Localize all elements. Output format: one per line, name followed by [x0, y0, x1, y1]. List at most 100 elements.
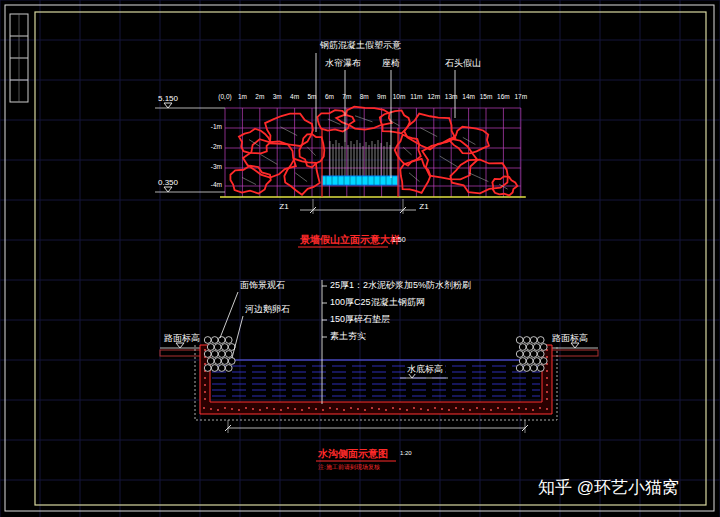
- pebble: [225, 337, 232, 344]
- concrete-hatch: [204, 384, 206, 386]
- grid-coordinate: -4m: [211, 181, 222, 188]
- pebble: [537, 337, 544, 344]
- concrete-hatch: [322, 409, 324, 411]
- pebble: [225, 351, 232, 358]
- callout-label: 钢筋混凝土假塑示意: [320, 40, 401, 50]
- level-line: [155, 108, 225, 109]
- basin-division: [368, 176, 369, 185]
- rock-crack: [260, 154, 277, 164]
- grid-column: [294, 108, 295, 197]
- concrete-hatch: [204, 349, 206, 351]
- material-label: 25厚1：2水泥砂浆加5%防水剂粉刷: [330, 280, 471, 290]
- pebble: [207, 344, 214, 351]
- water-surface: [212, 360, 540, 361]
- grid-line: [40, 0, 41, 517]
- rock-crack: [249, 140, 260, 147]
- basin-division: [338, 176, 339, 185]
- pebble: [204, 351, 211, 358]
- waterfall-stream: [390, 145, 391, 176]
- material-label: 100厚C25混凝土钢筋网: [330, 297, 425, 307]
- pebble: [540, 358, 547, 365]
- concrete-hatch: [280, 409, 282, 411]
- pebble: [221, 358, 228, 365]
- concrete-hatch: [462, 408, 464, 410]
- grid-coordinate: 8m: [360, 93, 369, 100]
- rock-outline: [239, 129, 271, 154]
- concrete-hatch: [204, 363, 206, 365]
- water-hatch: [212, 378, 540, 379]
- grid-coordinate: (0,0): [218, 93, 231, 100]
- pebble: [530, 351, 537, 358]
- road-surface: [160, 348, 205, 349]
- concrete-hatch: [490, 409, 492, 411]
- grid-line: [0, 200, 720, 201]
- section-mark: Z1: [279, 202, 288, 211]
- pebble: [530, 365, 537, 372]
- grid-line: [80, 0, 81, 517]
- scale-label: 1:50: [392, 236, 406, 244]
- grid-column: [277, 108, 278, 197]
- concrete-hatch: [455, 407, 457, 409]
- pebble: [533, 358, 540, 365]
- pebble: [211, 351, 218, 358]
- grid-coordinate: 16m: [497, 93, 510, 100]
- concrete-hatch: [532, 409, 534, 411]
- concrete-hatch: [294, 408, 296, 410]
- concrete-hatch: [546, 398, 548, 400]
- concrete-hatch: [546, 384, 548, 386]
- pebble: [207, 358, 214, 365]
- pebble: [523, 337, 530, 344]
- basin-division: [350, 176, 351, 185]
- grid-line: [680, 0, 681, 517]
- trench-section: [160, 280, 598, 461]
- drawing-title: 景墙假山立面示意大样: [300, 234, 400, 246]
- grid-line: [640, 0, 641, 517]
- leader-line: [391, 70, 392, 178]
- grid-coordinate: 10m: [393, 93, 406, 100]
- grid-coordinate: 5m: [307, 93, 316, 100]
- grid-line: [0, 360, 720, 361]
- level-label: 路面标高: [164, 333, 200, 343]
- concrete-hatch: [204, 377, 206, 379]
- watermark: 知乎 @环艺小猫窝: [538, 478, 679, 498]
- grid-column: [399, 108, 400, 197]
- opening-edge: [321, 128, 322, 197]
- grid-coordinate: 1m: [238, 93, 247, 100]
- grid-coordinate: 12m: [427, 93, 440, 100]
- grid-column: [225, 108, 226, 197]
- grid-line: [0, 80, 720, 81]
- level-value: 0.350: [158, 178, 178, 187]
- opening-edge: [397, 128, 398, 197]
- gravel-layer: [195, 345, 557, 420]
- rock-crack: [463, 137, 476, 144]
- level-mark: [164, 187, 172, 192]
- basin-division: [380, 176, 381, 185]
- pebble: [516, 365, 523, 372]
- grid-line: [600, 0, 601, 517]
- grid-line: [0, 120, 720, 121]
- waterfall-stream: [336, 140, 337, 176]
- concrete-shell: [200, 345, 552, 414]
- water-basin: [322, 176, 398, 185]
- concrete-hatch: [266, 407, 268, 409]
- material-label: 素土夯实: [330, 331, 366, 341]
- pebble: [519, 358, 526, 365]
- pebble: [211, 365, 218, 372]
- rock-crack: [280, 127, 297, 136]
- rock-outline: [395, 135, 421, 166]
- water-hatch: [212, 396, 540, 397]
- rock-outline: [317, 110, 354, 131]
- strip-box: [10, 14, 28, 102]
- grid-coordinate: 2m: [255, 93, 264, 100]
- rock-outline: [299, 134, 324, 167]
- grid-line: [240, 0, 241, 517]
- rock-outline: [336, 107, 391, 130]
- concrete-hatch: [315, 408, 317, 410]
- drawing-note: 注:施工前请到现场复核: [318, 464, 380, 471]
- grid-coordinate: -2m: [211, 143, 222, 150]
- water-hatch: [212, 366, 540, 367]
- road-base: [548, 350, 598, 356]
- rock-crack: [469, 173, 489, 182]
- concrete-hatch: [329, 407, 331, 409]
